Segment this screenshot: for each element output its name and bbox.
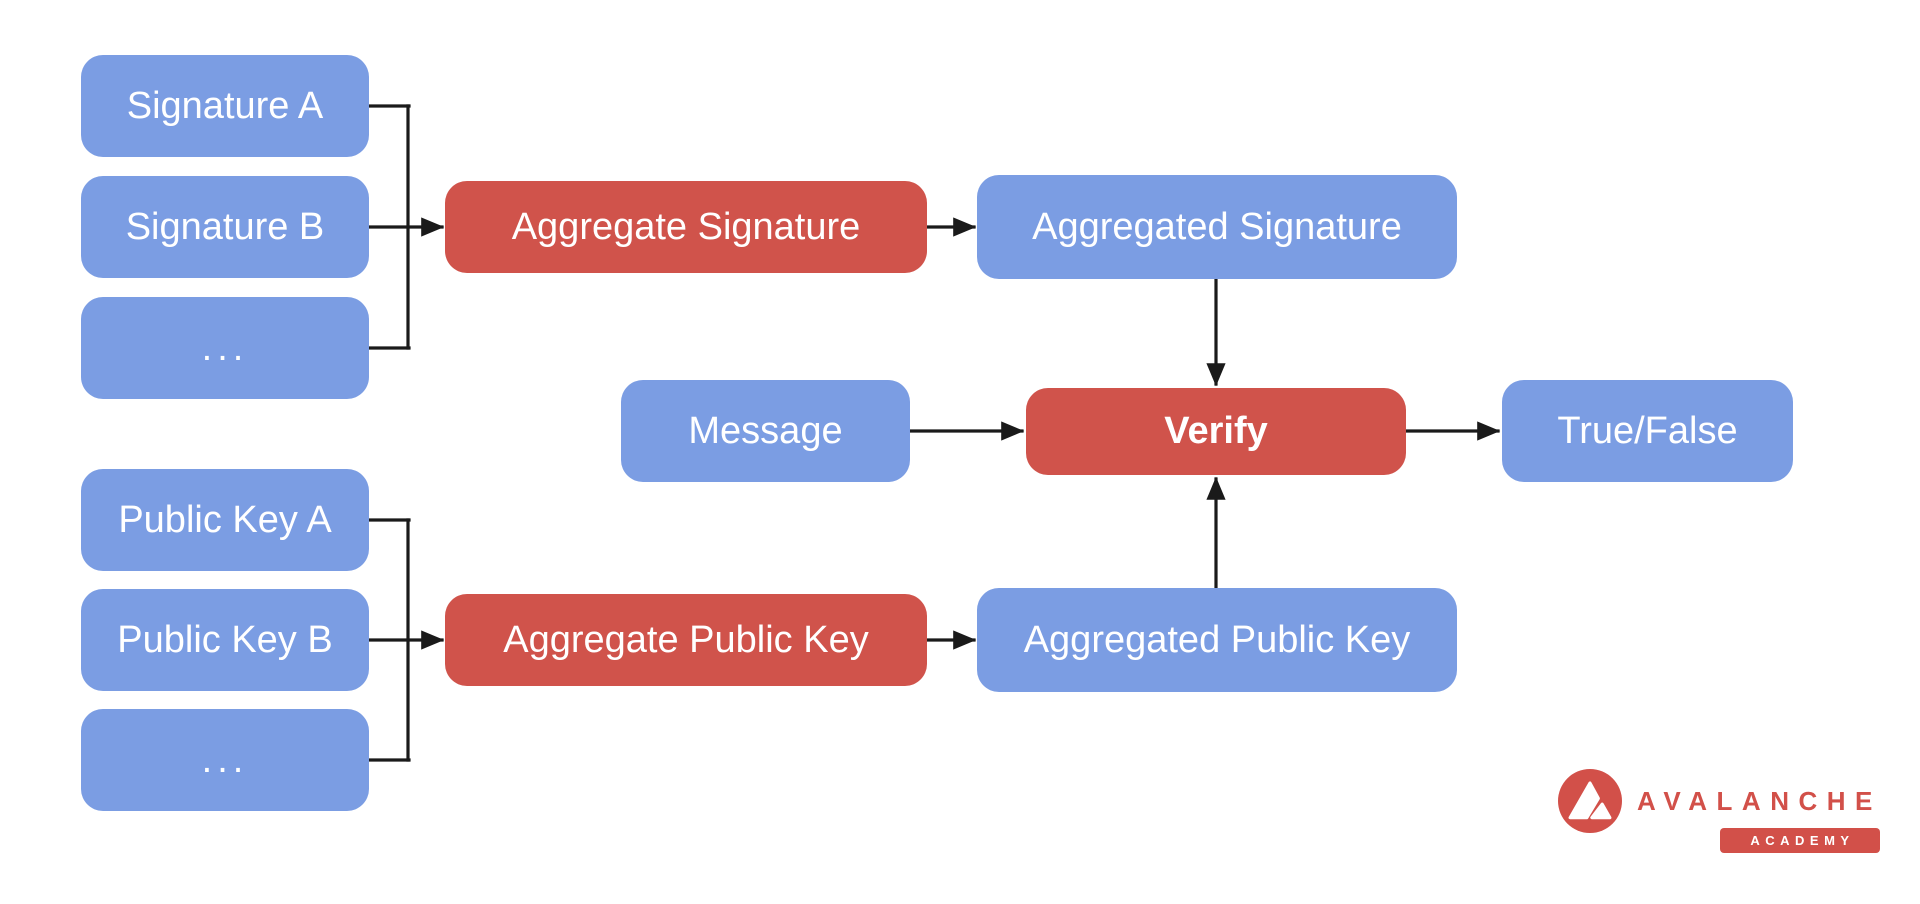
node-aggregated-signature: Aggregated Signature (977, 175, 1457, 279)
node-verify: Verify (1026, 388, 1406, 475)
node-true-false: True/False (1502, 380, 1793, 482)
academy-badge-label: ACADEMY (1750, 833, 1855, 848)
node-aggregated-public-key: Aggregated Public Key (977, 588, 1457, 692)
node-public-key-a: Public Key A (81, 469, 369, 571)
academy-badge: ACADEMY (1720, 828, 1880, 853)
node-public-key-b: Public Key B (81, 589, 369, 691)
node-message: Message (621, 380, 910, 482)
node-aggregate-public-key: Aggregate Public Key (445, 594, 927, 686)
node-signature-a: Signature A (81, 55, 369, 157)
node-signature-ellipsis: ... (81, 297, 369, 399)
avalanche-logo-icon (1558, 769, 1622, 833)
node-public-key-ellipsis: ... (81, 709, 369, 811)
node-signature-b: Signature B (81, 176, 369, 278)
node-aggregate-signature: Aggregate Signature (445, 181, 927, 273)
avalanche-wordmark: AVALANCHE (1637, 786, 1882, 816)
